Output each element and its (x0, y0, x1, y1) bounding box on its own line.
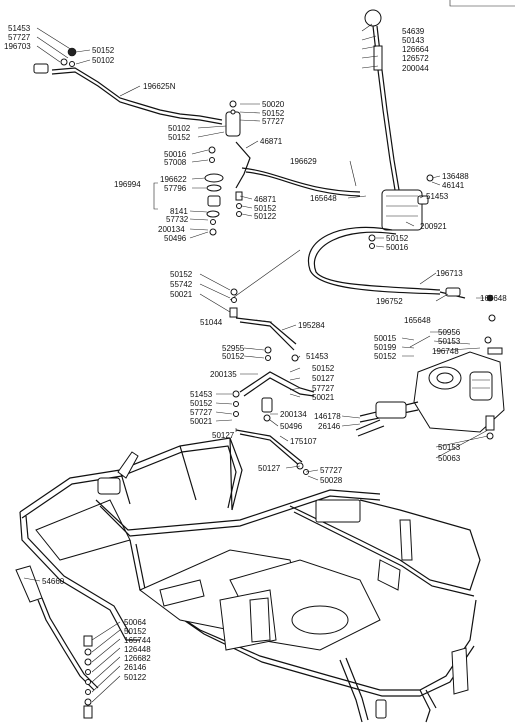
part-number-label: 200921 (420, 222, 447, 231)
part-number-label: 50152 (262, 109, 285, 118)
part-number-label: 196625N (143, 82, 176, 91)
part-number-label: 51453 (190, 390, 213, 399)
part-number-label: 50127 (212, 431, 235, 440)
part-number-label: 50152 (374, 352, 397, 361)
part-number-label: 57727 (190, 408, 213, 417)
part-number-label: 26146 (318, 422, 341, 431)
part-number-label: 50016 (386, 243, 409, 252)
part-number-label: 57727 (262, 117, 285, 126)
control-cables (241, 167, 494, 302)
part-number-label: 165648 (480, 294, 507, 303)
part-number-label: 126664 (402, 45, 429, 54)
part-number-label: 51453 (8, 24, 31, 33)
part-number-label: 57727 (8, 33, 31, 42)
leader-lines (23, 23, 489, 703)
part-number-label: 50127 (312, 374, 335, 383)
part-number-label: 50152 (124, 627, 147, 636)
part-number-label: 50152 (170, 270, 193, 279)
part-number-label: 50152 (386, 234, 409, 243)
part-number-label: 50496 (164, 234, 187, 243)
part-number-label: 165648 (310, 194, 337, 203)
part-number-label: 46141 (442, 181, 465, 190)
part-number-label: 196748 (432, 347, 459, 356)
part-number-label: 196622 (160, 175, 187, 184)
part-number-label: 196629 (290, 157, 317, 166)
lift-arm-assembly (204, 100, 251, 236)
part-number-label: 50028 (320, 476, 343, 485)
part-number-label: 196713 (436, 269, 463, 278)
part-number-label: 50956 (438, 328, 461, 337)
shift-lever (364, 9, 434, 249)
part-number-label: 50152 (92, 46, 115, 55)
part-number-label: 50122 (254, 212, 277, 221)
part-number-label: 50020 (262, 100, 285, 109)
part-number-label: 55742 (170, 280, 193, 289)
part-number-label: 50021 (170, 290, 193, 299)
part-number-label: 50143 (402, 36, 425, 45)
part-number-label: 46871 (254, 195, 277, 204)
part-number-label: 136488 (442, 172, 469, 181)
part-number-label: 57732 (166, 215, 189, 224)
chassis-frame (19, 437, 481, 723)
part-number-label: 126572 (402, 54, 429, 63)
part-number-label: 50152 (168, 133, 191, 142)
part-number-label: 200044 (402, 64, 429, 73)
part-number-label: 51044 (200, 318, 223, 327)
part-number-label: 165648 (404, 316, 431, 325)
part-number-label: 50021 (190, 417, 213, 426)
part-number-label: 196752 (376, 297, 403, 306)
part-number-label: 50152 (312, 364, 335, 373)
part-number-label: 50199 (374, 343, 397, 352)
transaxle (355, 314, 505, 440)
part-number-label: 50102 (92, 56, 115, 65)
part-number-label: 175107 (290, 437, 317, 446)
part-number-label: 54639 (402, 27, 425, 36)
part-number-label: 50122 (124, 673, 147, 682)
part-number-label: 50152 (222, 352, 245, 361)
pedal-rod (15, 565, 99, 719)
part-number-label: 200135 (210, 370, 237, 379)
part-number-label: 165744 (124, 636, 151, 645)
part-number-label: 50102 (168, 124, 191, 133)
lift-linkage-rod (33, 47, 223, 125)
part-number-label: 195284 (298, 321, 325, 330)
part-number-label: 57727 (320, 466, 343, 475)
part-number-label: 126682 (124, 654, 151, 663)
part-number-label: 51453 (426, 192, 449, 201)
part-number-label: 200134 (280, 410, 307, 419)
part-number-label: 50021 (312, 393, 335, 402)
part-number-label: 50016 (164, 150, 187, 159)
part-number-label: 51453 (306, 352, 329, 361)
part-number-label: 57727 (312, 384, 335, 393)
part-number-label: 50153 (438, 443, 461, 452)
part-number-label: 50153 (438, 337, 461, 346)
part-number-label: 57008 (164, 158, 187, 167)
part-number-label: 50152 (254, 204, 277, 213)
part-number-label: 8141 (170, 207, 188, 216)
part-number-label: 50496 (280, 422, 303, 431)
part-number-label: 50064 (124, 618, 147, 627)
part-number-label: 200134 (158, 225, 185, 234)
page-border-corner (449, 0, 515, 7)
part-number-label: 196994 (114, 180, 141, 189)
part-number-label: 54660 (42, 577, 65, 586)
part-number-label: 50127 (258, 464, 281, 473)
part-number-label: 26146 (124, 663, 147, 672)
part-number-label: 126448 (124, 645, 151, 654)
part-number-label: 196703 (4, 42, 31, 51)
part-number-label: 52955 (222, 344, 245, 353)
part-number-label: 46871 (260, 137, 283, 146)
part-number-label: 50015 (374, 334, 397, 343)
part-number-label: 50063 (438, 454, 461, 463)
part-number-label: 146178 (314, 412, 341, 421)
part-number-label: 57796 (164, 184, 187, 193)
part-number-label: 50152 (190, 399, 213, 408)
